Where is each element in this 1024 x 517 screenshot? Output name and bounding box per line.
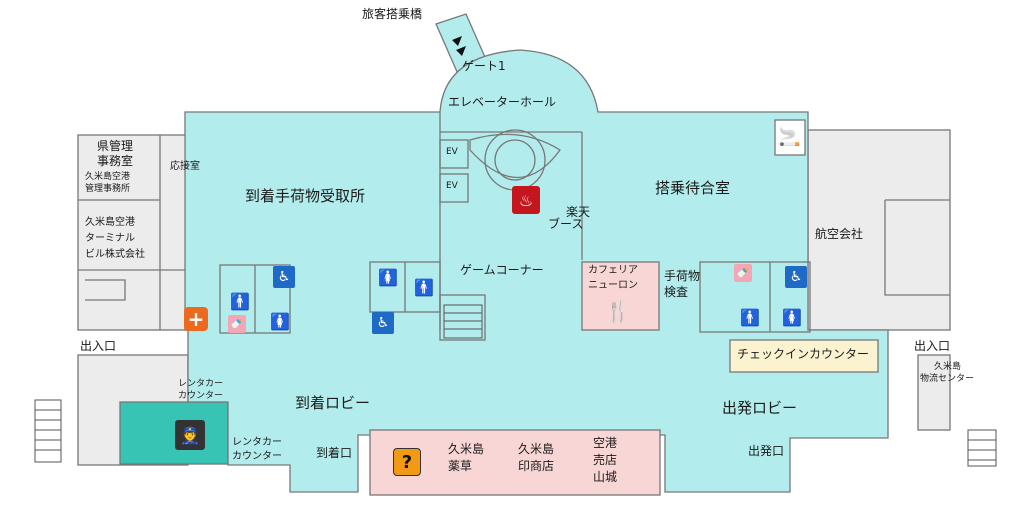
logistics-center-block [917,354,951,431]
rentacar-upper-label-1: レンタカー [178,379,224,389]
police-box [119,401,229,465]
rentacar-lower-label-2: カウンター [232,451,282,462]
massage-chair-icon: ♨ [512,186,540,214]
womens-restroom-icon: 🚺 [270,311,290,331]
shop3-label-1: 空港 [593,436,618,450]
reception-room-label: 応接室 [170,161,200,172]
center-womens-restroom-icon: 🚺 [378,267,398,287]
rentacar-upper-label-2: カウンター [178,391,224,401]
shop2-label-2: 印商店 [518,459,555,473]
police-icon: 👮 [175,420,205,450]
arrival-lobby-label: 到着ロビー [295,394,371,412]
baggage-check-label-1: 手荷物 [664,269,701,283]
right-womens-restroom-icon: 🚺 [782,307,802,327]
right-mens-restroom-icon: 🚹 [740,307,760,327]
terminal-floor [184,49,889,493]
mens-restroom-icon: 🚹 [230,291,250,311]
pref-office-label-2: 事務室 [97,154,134,168]
elevator-hall-label: エレベーターホール [448,95,557,109]
restaurant-icon: 🍴 [605,299,631,323]
logistics-label-1: 久米島 [934,362,962,372]
cafe-label-2: ニューロン [588,280,638,291]
shop3-label-3: 山城 [593,470,618,484]
boarding-bridge-label: 旅客搭乗橋 [362,7,423,21]
terminal-building-label-2: ターミナル [85,233,135,244]
shop2-label-1: 久米島 [518,442,555,456]
right-accessible-restroom-icon: ♿ [785,266,807,288]
logistics-label-2: 物流センター [920,374,975,384]
departure-lounge-label: 搭乗待合室 [655,179,731,197]
first-aid-icon: + [184,307,208,331]
cafe-label-1: カフェリア [588,265,638,276]
right-baby-room-icon: 🍼 [734,264,752,282]
checkin-counter-label: チェックインカウンター [737,347,870,361]
baggage-check-label-2: 検査 [664,285,689,299]
airport-office-label-2: 管理事務所 [85,184,131,194]
elevator-1-label: EV [446,147,458,157]
terminal-building-label-3: ビル株式会社 [85,249,145,260]
rentacar-lower-label-1: レンタカー [232,437,282,448]
shop3-label-2: 売店 [593,453,618,467]
elevator-2-label: EV [446,181,458,191]
airport-office-label-1: 久米島空港 [85,172,131,182]
information-icon: ? [393,448,421,476]
pref-office-label-1: 県管理 [97,139,134,153]
airline-office-label: 航空会社 [815,227,864,241]
game-corner-label: ゲームコーナー [460,263,544,277]
rakuten-booth-label-1: 楽天 [566,205,591,219]
smoking-area-icon: 🚬 [778,126,802,148]
shop1-label-1: 久米島 [448,442,485,456]
baggage-claim-label: 到着手荷物受取所 [245,187,366,205]
accessible-restroom-icon: ♿ [273,266,295,288]
right-exit-label: 出入口 [914,339,951,353]
departure-lobby-label: 出発ロビー [722,399,798,417]
center-accessible-restroom-icon: ♿ [372,312,394,334]
departure-gate-label: 出発口 [748,444,785,458]
rakuten-booth-label-2: ブース [548,217,584,231]
shop1-label-2: 薬草 [448,459,473,473]
arrival-gate-label: 到着口 [316,446,353,460]
gate1-label: ゲート1 [462,59,506,73]
airline-office-block [807,129,951,331]
center-mens-restroom-icon: 🚹 [414,277,434,297]
terminal-building-label-1: 久米島空港 [85,217,135,228]
left-exit-label: 出入口 [80,339,117,353]
baby-room-icon: 🍼 [228,315,246,333]
